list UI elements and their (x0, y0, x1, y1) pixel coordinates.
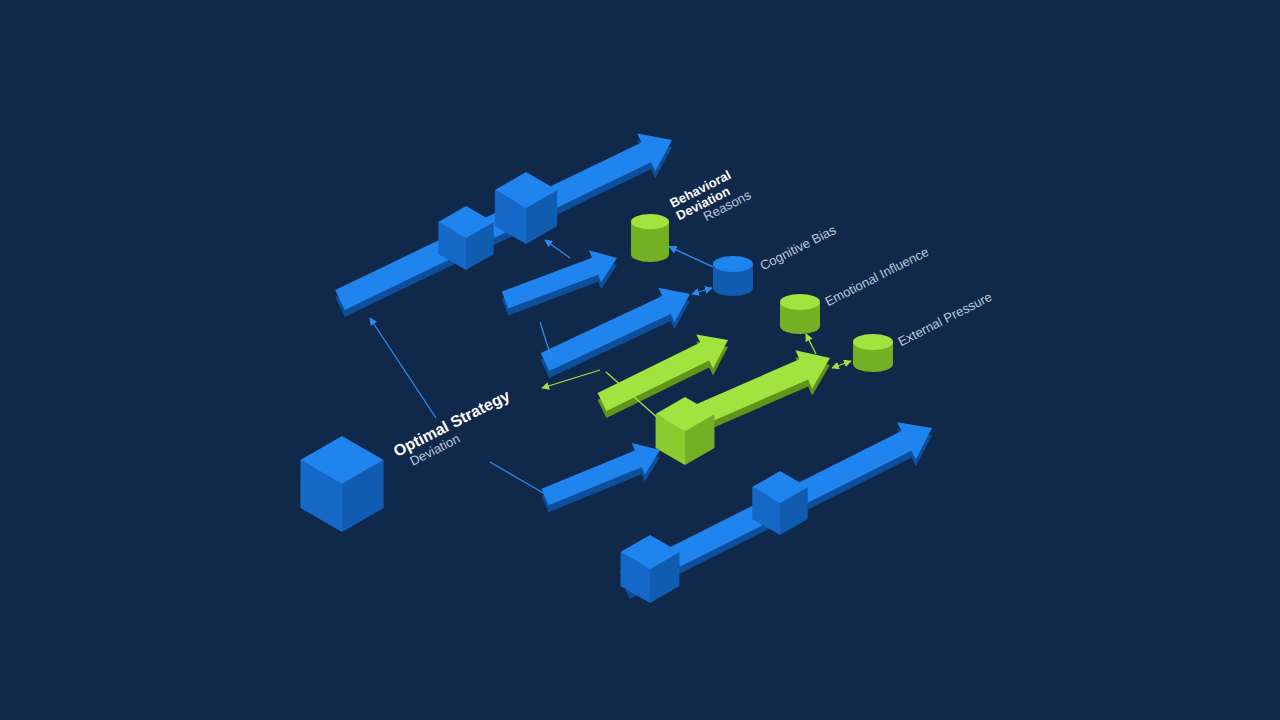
leader-line (692, 288, 712, 294)
node-label: Cognitive Bias (758, 197, 889, 273)
cube-block (438, 206, 493, 270)
leader-line (540, 322, 552, 360)
leader-line (370, 318, 436, 418)
cube-block (495, 172, 557, 244)
leader-line (490, 462, 545, 494)
connector-line (669, 247, 713, 267)
node-heading: External Pressure (896, 269, 1036, 349)
node-label: Optimal StrategyDeviation (391, 368, 556, 472)
cube-block (752, 471, 807, 535)
cube-block (621, 535, 680, 603)
node-heading: Emotional Influence (823, 224, 972, 309)
leader-line (545, 240, 570, 258)
node-label: Emotional Influence (823, 224, 972, 309)
cylinder-node: External Pressure (853, 334, 893, 372)
flow-arrow (539, 434, 667, 520)
cylinder-node: Cognitive Bias (713, 256, 753, 296)
flow-arrow (499, 242, 623, 323)
cylinder-node: Behavioral DeviationReasons (631, 214, 669, 262)
node-heading: Cognitive Bias (758, 197, 889, 273)
cylinder-shape (780, 294, 820, 334)
leader-line (806, 334, 816, 354)
node-heading: Optimal Strategy (391, 368, 550, 460)
cylinder-shape (631, 214, 669, 262)
flow-arrow (331, 121, 681, 326)
node-label: External Pressure (896, 269, 1036, 349)
node-label: Behavioral DeviationReasons (668, 160, 761, 235)
leader-line (542, 370, 600, 388)
cylinder-node: Emotional Influence (780, 294, 820, 334)
cube-shape-faces (300, 436, 383, 532)
leader-line (832, 361, 851, 368)
cylinder-shape (853, 334, 893, 372)
cube-block (656, 397, 715, 465)
cylinder-shape (713, 256, 753, 296)
flow-arrow (616, 409, 942, 607)
cube-node: Optimal StrategyDeviation (298, 436, 386, 534)
cube-shape (298, 436, 386, 534)
leader-line (606, 372, 660, 420)
